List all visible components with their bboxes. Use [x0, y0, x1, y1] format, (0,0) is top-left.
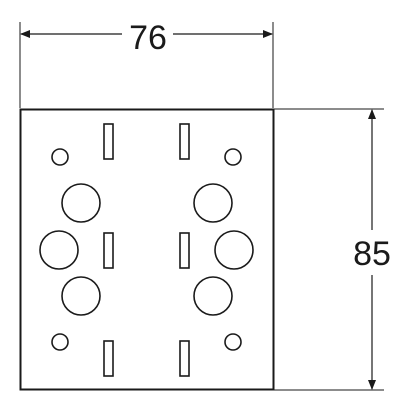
large-hole-left-middle	[39, 230, 79, 270]
large-hole-right-lower	[193, 276, 233, 316]
height-dimension-label: 85	[353, 235, 391, 273]
large-hole-right-upper	[193, 183, 233, 223]
small-hole-bottom-left	[51, 333, 69, 351]
slot-right-middle	[179, 232, 190, 269]
small-hole-bottom-right	[224, 333, 242, 351]
small-hole-top-left	[51, 148, 69, 166]
slot-right-bottom	[179, 340, 190, 377]
slot-right-top	[179, 123, 190, 160]
slot-left-bottom	[103, 340, 114, 377]
plate-outline	[19, 108, 275, 391]
width-dimension-label: 76	[129, 19, 167, 57]
slot-left-top	[103, 123, 114, 160]
large-hole-left-upper	[61, 183, 101, 223]
small-hole-top-right	[224, 148, 242, 166]
slot-left-middle	[103, 232, 114, 269]
large-hole-left-lower	[61, 276, 101, 316]
large-hole-right-middle	[214, 230, 254, 270]
